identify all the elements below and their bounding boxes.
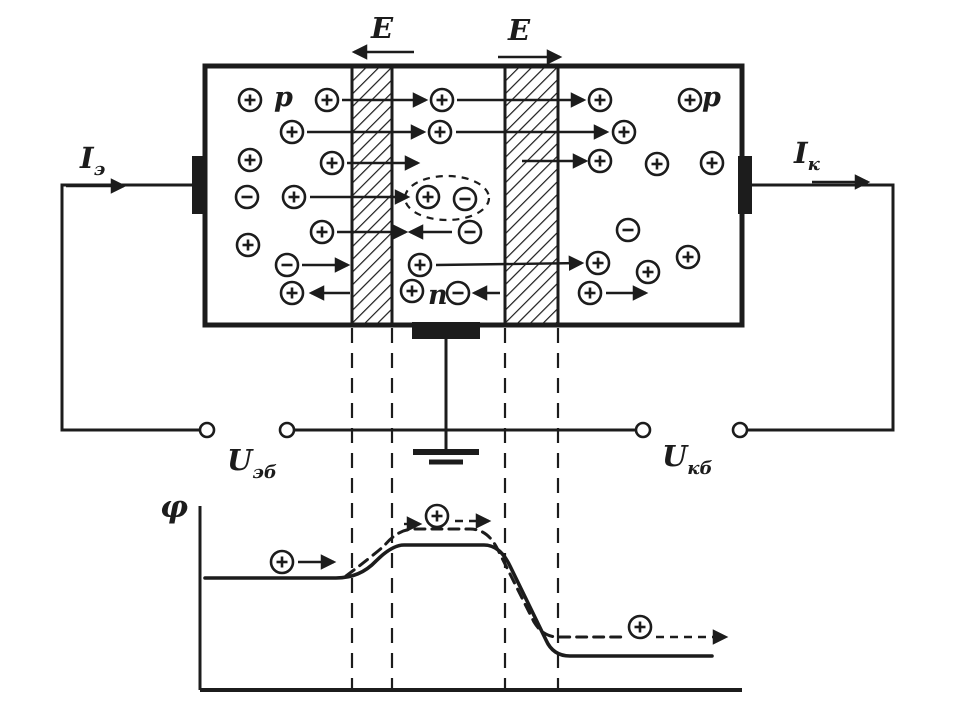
collector-base-voltage-symbol: U xyxy=(662,439,689,473)
terminal-circle xyxy=(731,421,749,439)
collector-base-voltage-label: Uкб xyxy=(662,439,712,479)
collector-junction-strip xyxy=(505,68,558,323)
plus-charge-icon xyxy=(427,119,453,145)
plus-charge-icon xyxy=(627,614,653,640)
base-contact xyxy=(412,322,480,339)
plus-charge-icon xyxy=(644,151,670,177)
minus-charge-icon xyxy=(274,252,300,278)
plus-charge-icon xyxy=(309,219,335,245)
terminal-circle xyxy=(278,421,296,439)
junction-boundaries xyxy=(350,66,560,325)
plus-charge-icon xyxy=(319,150,345,176)
plus-charge-icon xyxy=(675,244,701,270)
plus-charge-icon xyxy=(407,252,433,278)
collector-loop-wire xyxy=(745,183,895,432)
plus-charge-icon xyxy=(611,119,637,145)
plus-charge-icon xyxy=(587,87,613,113)
circuit-wires xyxy=(60,183,895,454)
plus-charge-icon xyxy=(314,87,340,113)
source-terminals xyxy=(198,421,749,439)
plus-charge-icon xyxy=(237,147,263,173)
emitter-loop-wire xyxy=(60,183,202,432)
plus-charge-icon xyxy=(677,87,703,113)
minus-charge-icon xyxy=(452,186,478,212)
emitter-base-voltage-label: Uэб xyxy=(227,443,277,483)
plus-charge-icon xyxy=(699,150,725,176)
collector-current-subscript: к xyxy=(808,154,821,175)
plus-charge-icon xyxy=(269,549,295,575)
emitter-junction-strip xyxy=(352,68,392,323)
recombination-loop xyxy=(403,174,491,222)
minus-charge-icon xyxy=(445,280,471,306)
emitter-current-symbol: I xyxy=(79,141,95,175)
plus-charge-icon xyxy=(281,184,307,210)
plus-charge-icon xyxy=(585,250,611,276)
base-region-label: n xyxy=(428,280,448,311)
field-label-left: E xyxy=(370,11,394,45)
emitter-current-label: Iэ xyxy=(79,141,106,180)
plus-charge-icon xyxy=(279,280,305,306)
plus-charge-icon xyxy=(577,280,603,306)
plus-charge-icon xyxy=(235,232,261,258)
potential-curve-dashed xyxy=(344,527,626,639)
potential-curve-solid xyxy=(203,543,714,658)
plus-charge-icon xyxy=(279,119,305,145)
potential-axis-label: φ xyxy=(160,489,188,525)
flow-arrow xyxy=(435,255,585,271)
field-label-right: E xyxy=(507,13,531,47)
depletion-projection-lines xyxy=(350,328,560,688)
plus-charge-icon xyxy=(424,503,450,529)
plus-charge-icon xyxy=(635,259,661,285)
plus-charge-icon xyxy=(399,278,425,304)
emitter-contact xyxy=(192,156,206,214)
terminal-circle xyxy=(198,421,216,439)
emitter-region-label: p xyxy=(274,82,293,113)
terminal-circle xyxy=(634,421,652,439)
collector-contact xyxy=(738,156,752,214)
emitter-current-subscript: э xyxy=(94,159,106,180)
plus-charge-icon xyxy=(429,87,455,113)
plus-charge-icon xyxy=(237,87,263,113)
ground-icon xyxy=(413,449,479,465)
arrows-layer xyxy=(66,44,871,645)
collector-base-voltage-subscript: кб xyxy=(687,458,712,479)
minus-charge-icon xyxy=(457,219,483,245)
minus-charge-icon xyxy=(615,217,641,243)
charges-layer xyxy=(234,87,725,640)
collector-current-symbol: I xyxy=(793,136,809,170)
plus-charge-icon xyxy=(587,148,613,174)
emitter-base-voltage-subscript: эб xyxy=(252,462,277,483)
plus-charge-icon xyxy=(415,184,441,210)
minus-charge-icon xyxy=(234,184,260,210)
emitter-base-voltage-symbol: U xyxy=(227,443,254,477)
collector-current-label: Iк xyxy=(793,136,821,175)
collector-region-label: p xyxy=(702,82,721,113)
